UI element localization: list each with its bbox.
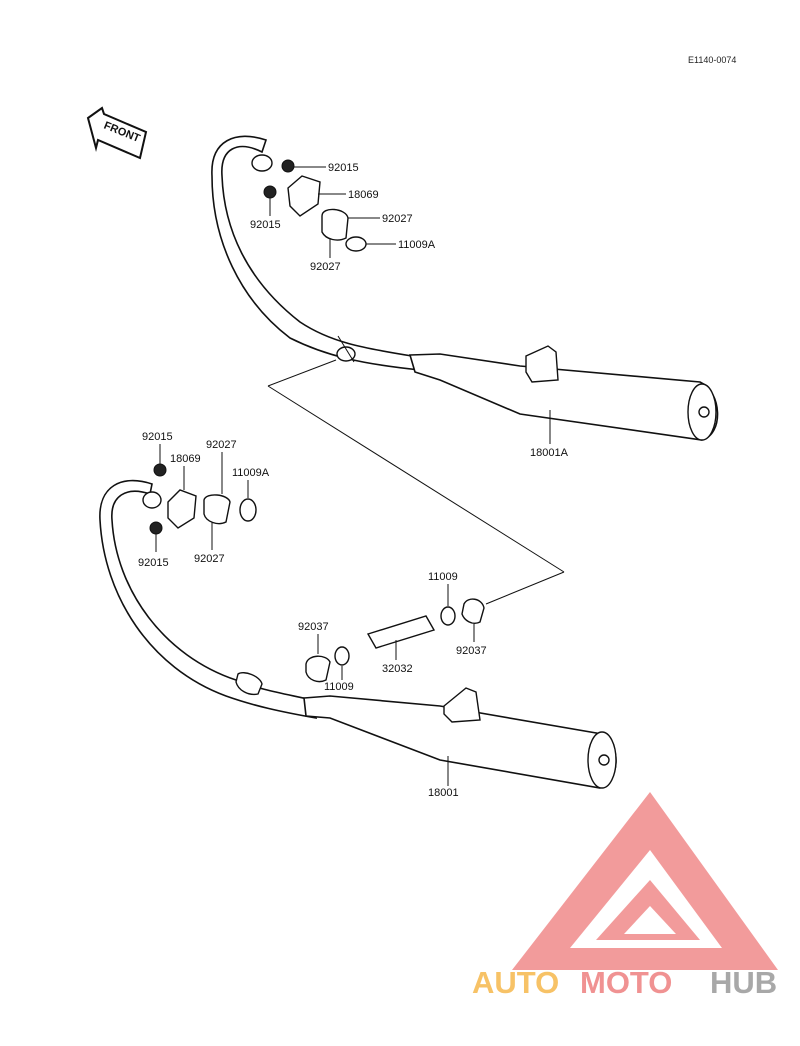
watermark-text-auto: AUTO: [472, 965, 559, 1000]
lower-pipe-inlet: [142, 491, 162, 509]
upper-label-nut-left: 92015: [250, 219, 281, 231]
upper-label-collar-bottom: 92027: [310, 261, 341, 273]
connector-label-clamp-right: 92037: [456, 645, 487, 657]
lower-balance-joint: [235, 672, 263, 696]
upper-small-parts: 92015 18069 92015 92027 92027 11009A 180…: [250, 159, 569, 459]
diagram-ref-code: E1140-0074: [688, 55, 736, 65]
connector-label-gasket-top: 11009: [428, 571, 458, 583]
upper-muffler-bracket: [525, 345, 559, 383]
connector-clamp-left: [305, 655, 331, 683]
upper-muffler-body: [408, 353, 719, 441]
connector-gasket-top: [440, 606, 456, 626]
connector-label-gasket-bottom: 11009: [324, 681, 354, 693]
watermark-logo: AUTO MOTO HUB: [472, 792, 778, 1000]
lower-header-pipe: [99, 479, 318, 719]
lower-collar: [203, 494, 231, 525]
upper-nut-left: [263, 185, 277, 199]
connector-label-pipe: 32032: [382, 663, 413, 675]
upper-header-pipe: [211, 135, 422, 371]
lower-muffler-assembly: [99, 479, 617, 789]
lower-nut-bottom: [149, 521, 163, 535]
connector-leader-lines: [267, 359, 565, 605]
lower-small-parts: 92015 18069 92027 11009A 92015 92027 180…: [138, 431, 459, 799]
lower-label-collar-top: 92027: [206, 439, 237, 451]
lower-gasket: [239, 498, 257, 522]
connector-clamp-right: [461, 598, 485, 624]
connector-gasket-bottom: [334, 646, 350, 666]
lower-label-collar-bottom: 92027: [194, 553, 225, 565]
lower-muffler-bracket: [443, 687, 481, 723]
lower-nut-top: [153, 463, 167, 477]
lower-label-holder: 18069: [170, 453, 201, 465]
connector-label-clamp-left: 92037: [298, 621, 329, 633]
balance-connector-parts: 11009 92037 32032 92037 11009: [298, 571, 487, 693]
upper-collar: [321, 208, 349, 241]
connector-pipe: [366, 615, 436, 649]
lower-label-nut-top: 92015: [142, 431, 173, 443]
upper-muffler-assembly: [211, 135, 719, 441]
upper-gasket: [345, 236, 367, 252]
upper-muffler-outlet-hole: [698, 406, 710, 418]
upper-pipe-inlet: [251, 154, 273, 172]
upper-label-muffler: 18001A: [530, 447, 569, 459]
upper-nut-top: [281, 159, 295, 173]
front-arrow-icon: FRONT: [86, 106, 148, 160]
lower-label-gasket: 11009A: [232, 467, 270, 479]
upper-balance-stub: [336, 346, 356, 362]
upper-holder: [287, 175, 321, 217]
watermark-text-hub: HUB: [710, 965, 777, 1000]
lower-label-nut-bottom: 92015: [138, 557, 169, 569]
upper-label-nut-top: 92015: [328, 162, 359, 174]
lower-label-muffler: 18001: [428, 787, 459, 799]
watermark-text-moto: MOTO: [580, 965, 672, 1000]
lower-holder: [167, 489, 197, 529]
upper-label-holder: 18069: [348, 189, 379, 201]
lower-muffler-outlet-hole: [598, 754, 610, 766]
upper-label-collar-right: 92027: [382, 213, 413, 225]
upper-label-gasket: 11009A: [398, 239, 436, 251]
